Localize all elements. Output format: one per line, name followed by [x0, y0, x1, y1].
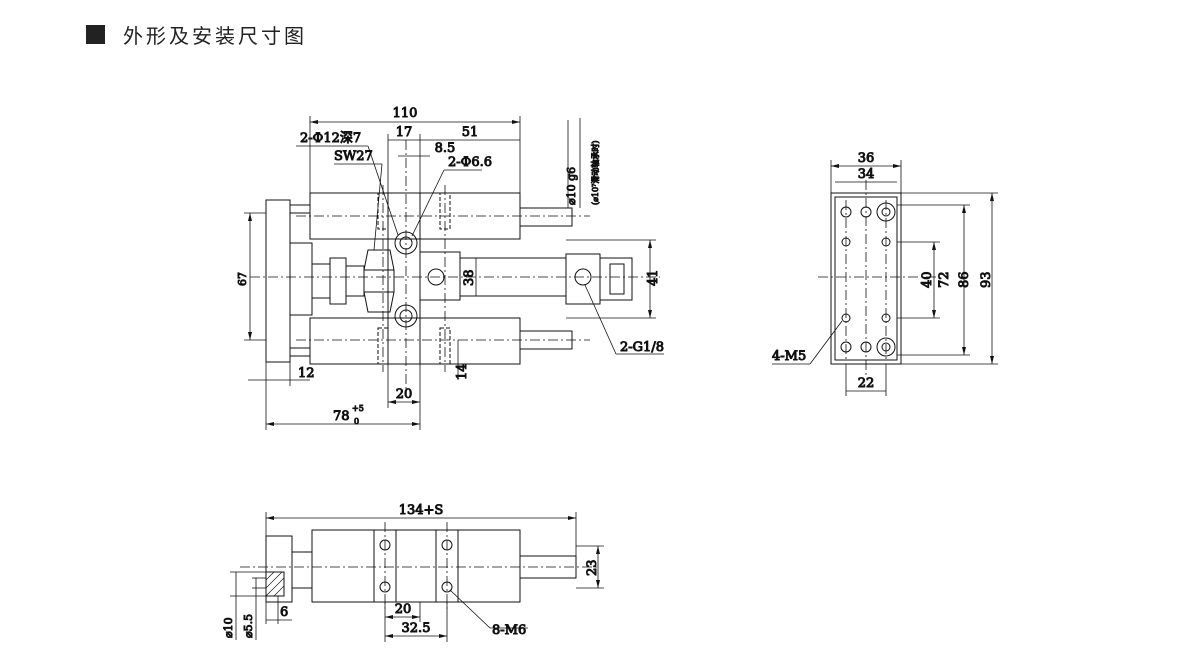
dim-134-s: 134+S: [399, 503, 444, 518]
hex-nut: [363, 249, 395, 313]
plate-boss-top: [289, 204, 311, 214]
dim-phi10-note: (⌀10⁷滑动轴承时): [590, 141, 600, 205]
dim-top-20: 20: [395, 602, 412, 617]
dim-phi10: ⌀10: [222, 617, 235, 638]
dim-8-m6: 8-M6: [492, 623, 526, 638]
dim-41: 41: [646, 269, 661, 286]
hatch: [265, 571, 285, 597]
lock-nut: [345, 265, 365, 297]
dim-sw27: SW27: [334, 149, 373, 164]
cylinder-end-inner: [609, 263, 625, 295]
front-dimension-lines: [244, 116, 664, 430]
side-holes: [840, 202, 896, 357]
dim-67: 67: [236, 272, 249, 286]
dim-phi5-5: ⌀5.5: [242, 614, 255, 638]
cylinder-head: [419, 251, 461, 301]
top-centerlines: [240, 522, 600, 610]
threaded-holes: [377, 192, 451, 365]
dim-8-5: 8.5: [435, 141, 456, 156]
side-centerlines: [818, 180, 940, 375]
centerlines: [250, 140, 660, 390]
header-square-icon: [86, 24, 105, 44]
plate-center-block: [289, 242, 313, 316]
dim-86: 86: [957, 271, 972, 288]
side-view: 36 34 40 72 86 93 4-M5 22: [772, 151, 998, 396]
top-body: [311, 529, 521, 603]
cylinder-cap: [565, 253, 601, 305]
stop-bolt: [311, 263, 331, 299]
dim-14: 14: [455, 363, 470, 380]
side-arrows: [831, 164, 994, 364]
front-arrows: [248, 120, 652, 426]
dim-78: 78: [333, 409, 350, 424]
front-view: 110 2-Φ12深7 17 51 SW27 8.5 2-Φ6.6 ⌀10 g6…: [236, 106, 664, 430]
top-plate-boss: [291, 551, 313, 589]
dim-20: 20: [396, 387, 413, 402]
dim-40: 40: [920, 271, 935, 288]
top-counterbore: [265, 571, 285, 597]
dim-phi10-g6: ⌀10 g6: [565, 167, 578, 205]
dim-4-m5: 4-M5: [772, 349, 806, 364]
dim-17: 17: [396, 125, 413, 140]
dim-36: 36: [858, 151, 875, 166]
dim-32-5: 32.5: [402, 621, 431, 636]
lower-body: [309, 317, 521, 365]
dim-holes-6-6: 2-Φ6.6: [448, 155, 492, 170]
lower-rod: [519, 330, 573, 350]
section-title: 外形及安装尺寸图: [123, 23, 307, 48]
cylinder-end: [599, 257, 633, 301]
dim-78-upper: +5: [352, 404, 364, 413]
dim-g1-8: 2-G1/8: [620, 340, 664, 355]
section-header: 外形及安装尺寸图: [86, 20, 307, 48]
dim-34: 34: [858, 167, 875, 182]
top-view: 134+S 23 ⌀10 ⌀5.5 6 20 32.5 8-M6: [222, 503, 604, 642]
dim-holes-12: 2-Φ12深7: [300, 131, 361, 146]
dim-38: 38: [462, 269, 477, 286]
dim-51: 51: [462, 125, 479, 140]
dim-22: 22: [858, 376, 875, 391]
dim-12: 12: [298, 366, 315, 381]
upper-rod: [519, 207, 573, 227]
dim-93: 93: [979, 271, 994, 288]
plate-boss-bottom: [289, 347, 311, 357]
top-arrows: [266, 516, 600, 638]
side-dimension-lines: [772, 160, 998, 396]
dim-6: 6: [280, 605, 288, 620]
dim-110: 110: [393, 106, 418, 121]
dim-23: 23: [585, 559, 600, 576]
dim-78-lower: 0: [354, 417, 359, 426]
end-plate: [265, 199, 291, 363]
dim-72: 72: [937, 271, 952, 288]
stop-bolt-head: [329, 257, 347, 305]
